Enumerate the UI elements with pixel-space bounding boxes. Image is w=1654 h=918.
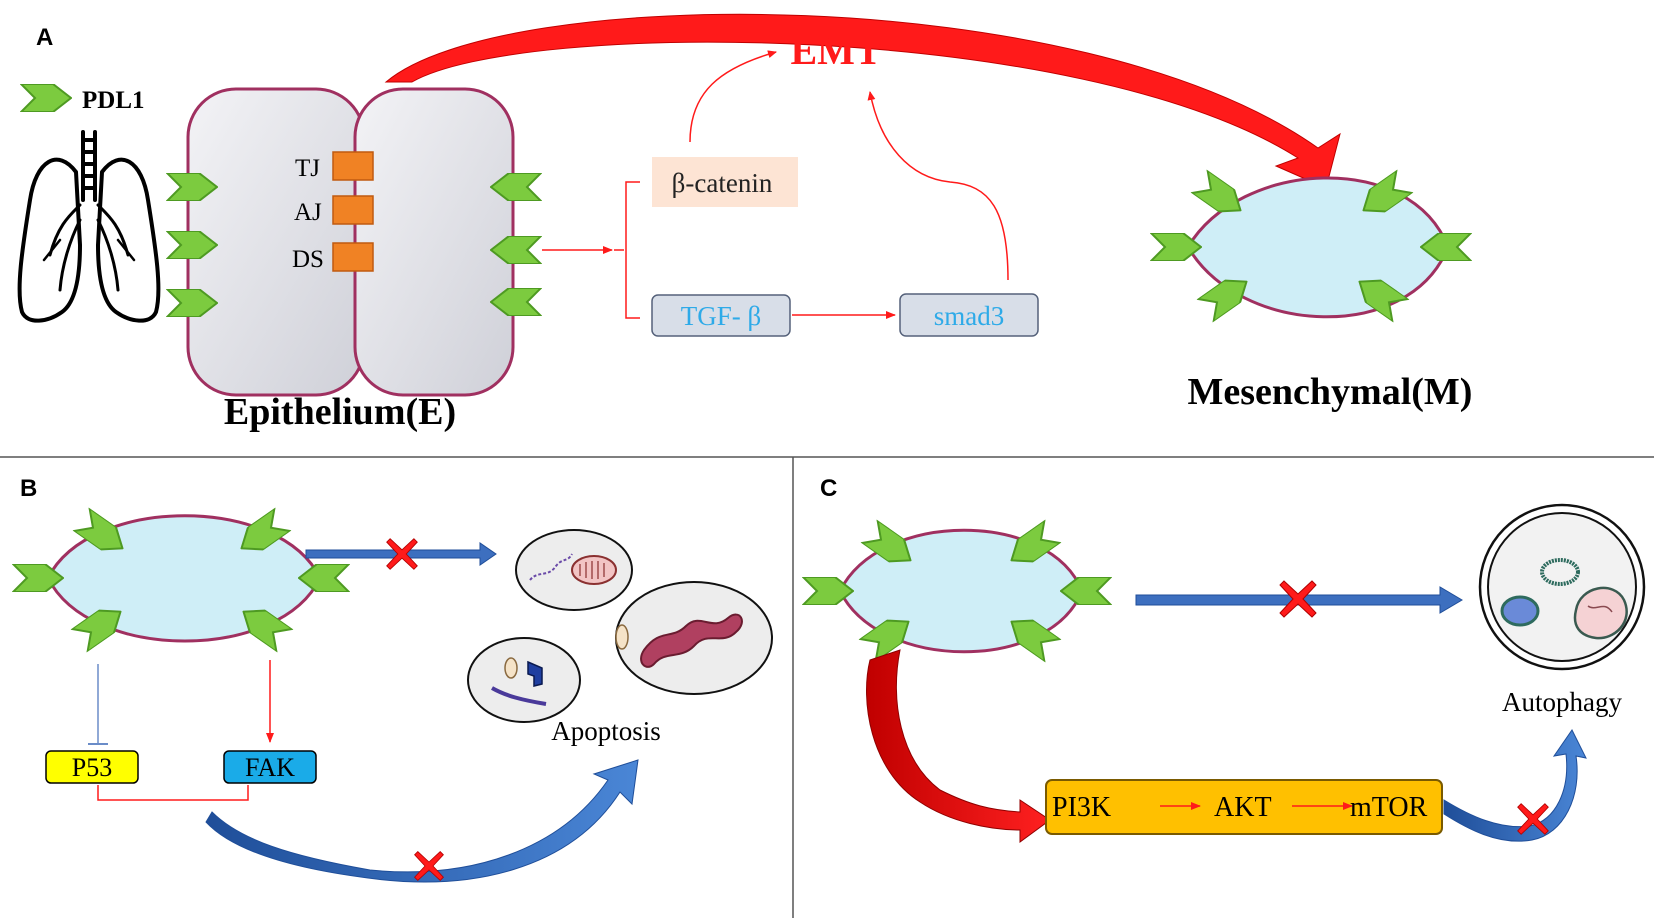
apoptotic-body <box>467 637 581 723</box>
tight-junction <box>332 151 374 181</box>
emt-label: EMT <box>790 28 881 73</box>
panel-b-letter: B <box>20 475 37 502</box>
vesicle-icon <box>1500 595 1540 627</box>
autophagy-label: Autophagy <box>1502 687 1622 717</box>
pi3k-akt-mtor-box <box>1045 779 1443 835</box>
smad3-label: smad3 <box>934 301 1005 331</box>
autophagosome-inner <box>1487 512 1637 662</box>
endoplasmic-reticulum-icon <box>640 613 743 668</box>
junction-label-tj: TJ <box>295 155 320 182</box>
vesicle-icon <box>615 624 629 650</box>
dna-fragment-icon <box>491 686 547 706</box>
panel-a: A PDL1 TJ AJ DS <box>17 13 1473 433</box>
fak-label: FAK <box>245 753 295 782</box>
cell-c <box>802 519 1112 663</box>
smad3-box <box>899 293 1039 337</box>
nuclear-fragment-icon <box>527 660 543 687</box>
pdl1-legend-icon <box>20 84 72 112</box>
epithelial-cell-right <box>353 87 515 397</box>
pi3k-label: PI3K <box>1052 792 1111 823</box>
blocked-apoptosis-curved-arrow <box>205 759 639 883</box>
dna-fragment-icon <box>529 553 573 581</box>
apoptosis-illustration <box>467 529 773 723</box>
p53-fak-bracket <box>97 785 249 801</box>
vesicle-icon <box>504 657 518 679</box>
p53-box <box>45 750 139 784</box>
desmosome <box>332 242 374 272</box>
tgf-beta-label: TGF- β <box>681 301 762 331</box>
lungs-icon <box>17 130 161 323</box>
fak-box <box>223 750 317 784</box>
beta-catenin-to-emt-arrow <box>689 50 777 143</box>
panel-c-letter: C <box>820 475 837 502</box>
mitochondrion-icon <box>571 555 617 585</box>
mesenchymal-label: Mesenchymal(M) <box>1188 371 1473 413</box>
smad3-to-emt-arrow <box>867 91 1009 281</box>
beta-catenin-box <box>652 157 798 207</box>
pdl1-legend: PDL1 <box>20 84 145 114</box>
apoptosis-label: Apoptosis <box>551 716 661 746</box>
mitochondrion-icon <box>1573 586 1628 640</box>
autophagosome-illustration <box>1478 503 1646 671</box>
junction-label-aj: AJ <box>294 199 322 226</box>
panel-a-letter: A <box>36 24 53 51</box>
epithelium-label: Epithelium(E) <box>224 391 456 433</box>
mitochondrion-cristae <box>1587 605 1613 613</box>
akt-label: AKT <box>1214 792 1272 823</box>
pdl1-to-pi3k-arrow <box>866 649 1051 843</box>
signal-branch-bracket <box>625 181 640 319</box>
mitochondrion-cristae <box>579 561 605 579</box>
junction-label-ds: DS <box>292 246 324 273</box>
blocked-autophagy-curved-arrow <box>1443 729 1587 842</box>
panel-c: C Autophagy PI3K AKT <box>802 475 1646 843</box>
tgf-beta-box <box>651 294 791 337</box>
beta-catenin-label: β-catenin <box>672 168 773 198</box>
epithelial-cells: TJ AJ DS <box>166 87 542 397</box>
p53-label: P53 <box>72 753 112 782</box>
adherens-junction <box>332 195 374 225</box>
mesenchymal-cell <box>1150 169 1472 323</box>
panel-b: B Apoptosis <box>12 475 773 883</box>
cell-b <box>12 507 350 653</box>
vesicle-icon <box>1540 558 1580 586</box>
pdl1-legend-label: PDL1 <box>82 87 145 114</box>
mtor-label: mTOR <box>1350 792 1428 823</box>
